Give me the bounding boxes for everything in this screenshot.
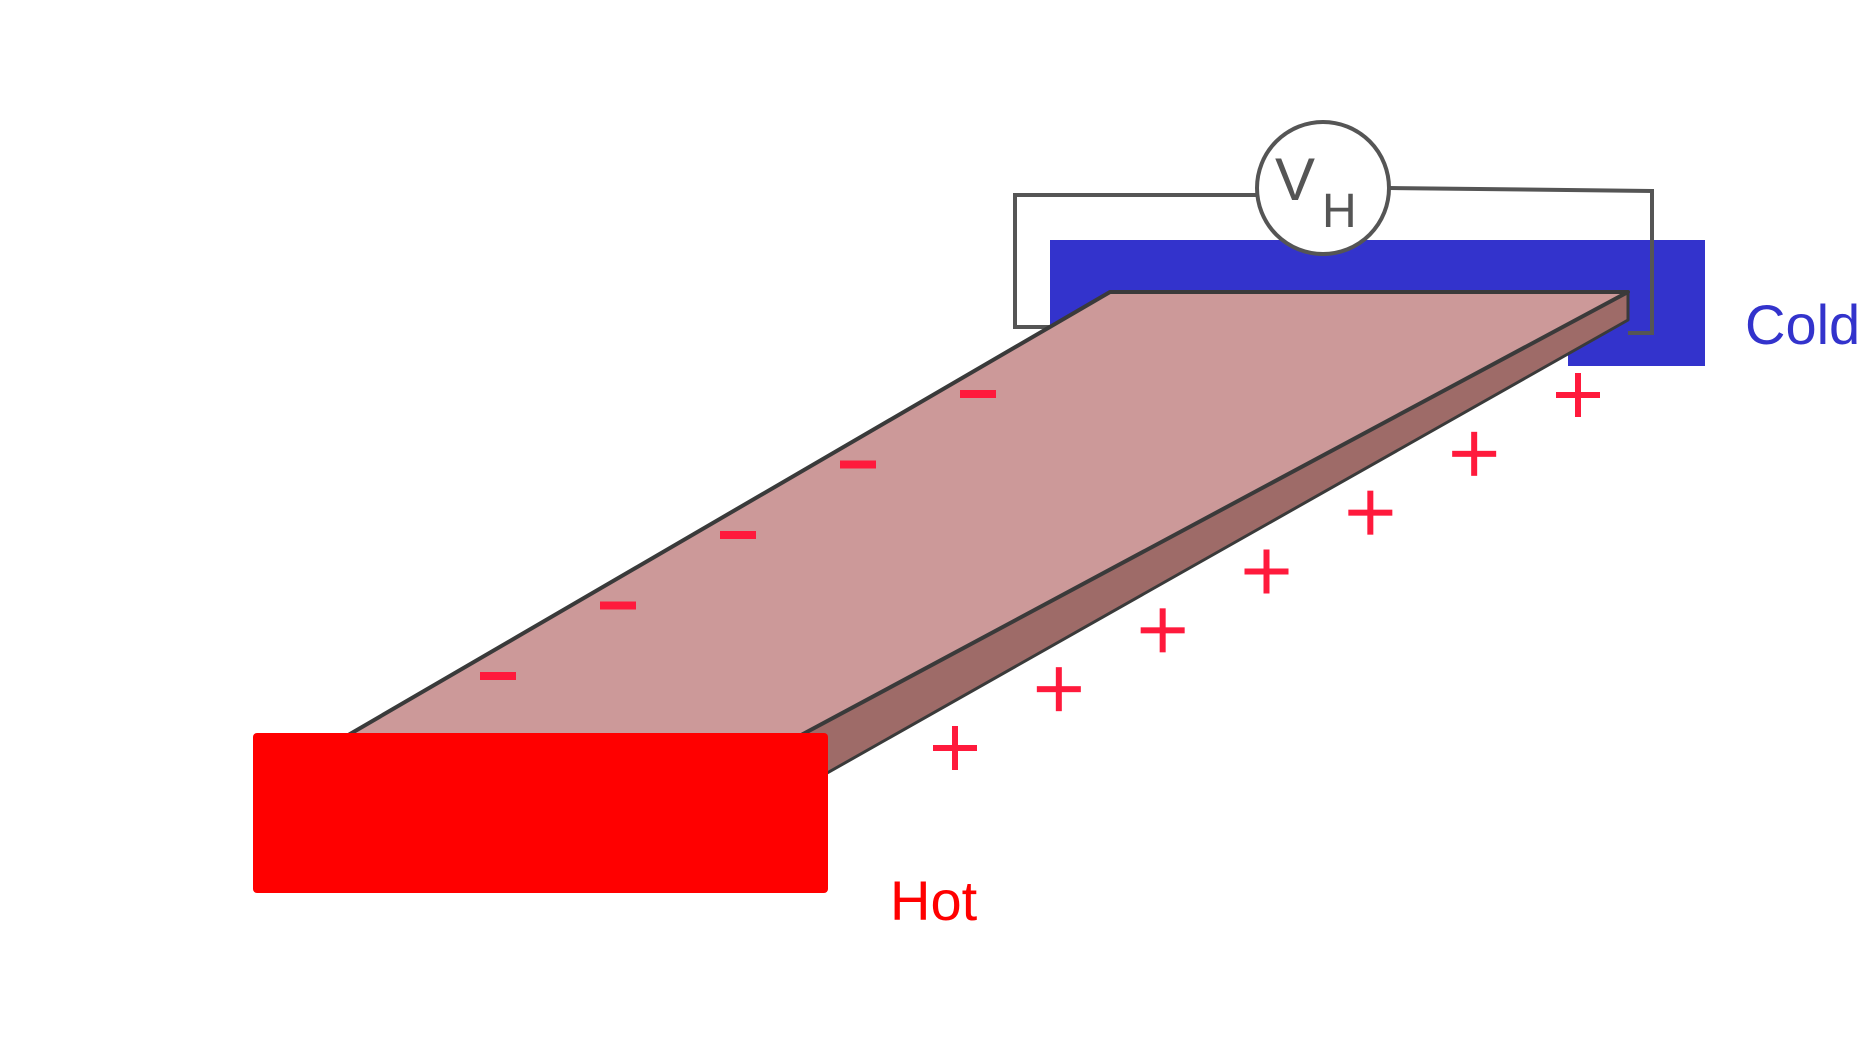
cold-label: Cold <box>1745 293 1860 356</box>
negative-charge <box>600 601 636 610</box>
positive-charge <box>933 726 977 770</box>
negative-charges <box>480 390 996 680</box>
voltmeter-subscript: H <box>1322 185 1357 238</box>
voltmeter-icon: V H <box>1255 120 1391 256</box>
hot-reservoir <box>253 733 828 893</box>
negative-charge <box>960 390 996 398</box>
negative-charge <box>840 460 876 469</box>
negative-charge <box>720 531 756 539</box>
voltmeter-symbol: V <box>1275 146 1315 213</box>
positive-charge <box>1140 608 1185 653</box>
positive-charge <box>1244 549 1289 594</box>
positive-charges <box>933 373 1600 770</box>
measurement-wire <box>1013 186 1654 335</box>
positive-charge <box>1348 490 1393 535</box>
positive-charge <box>1452 431 1497 476</box>
positive-charge <box>1036 667 1081 712</box>
negative-charge <box>480 672 516 680</box>
positive-charge <box>1556 373 1600 417</box>
hot-label: Hot <box>890 869 978 932</box>
